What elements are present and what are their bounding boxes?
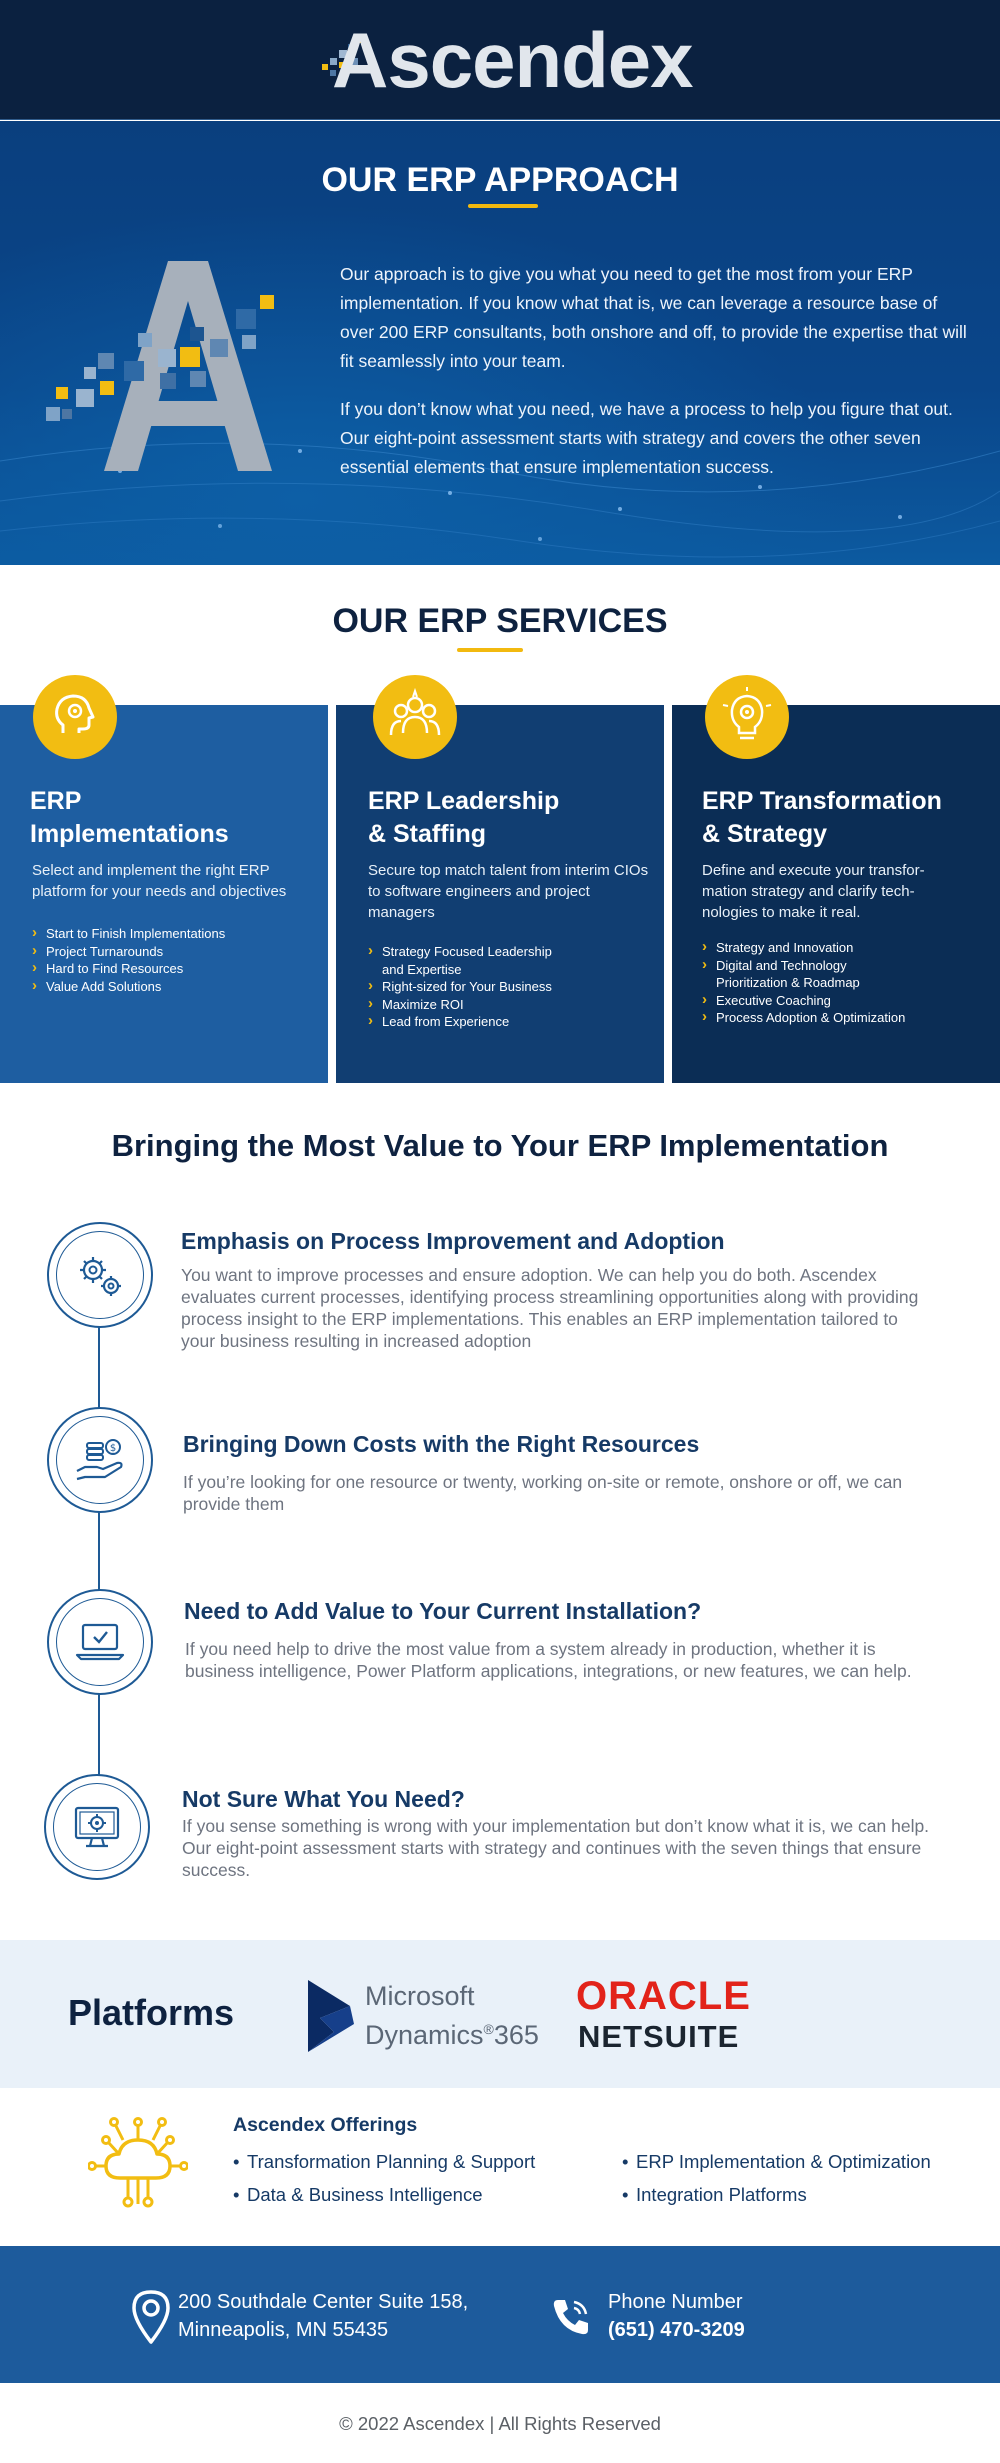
service-card-list: Start to Finish Implementations Project …: [32, 924, 312, 996]
value-item-title: Bringing Down Costs with the Right Resou…: [183, 1431, 700, 1457]
list-item: Process Adoption & Optimization: [702, 1008, 982, 1027]
phone-label: Phone Number: [608, 2291, 743, 2313]
list-item: ERP Implementation & Optimization: [622, 2151, 931, 2173]
value-item-text: If you’re looking for one resource or tw…: [183, 1472, 903, 1514]
value-item-text: If you need help to drive the most value…: [185, 1639, 912, 1681]
monitor-gear-icon: [44, 1774, 150, 1880]
list-item: Hard to Find Resources: [32, 959, 312, 978]
gears-icon: [47, 1222, 153, 1328]
list-item: Right-sized for Your Business: [368, 977, 648, 996]
location-pin-icon: [132, 2290, 170, 2344]
phone-number-link[interactable]: (651) 470-3209: [608, 2319, 745, 2341]
title-underline: [468, 204, 538, 208]
service-card-description: Secure top match talent from interim CIO…: [368, 862, 649, 921]
service-card-implementations: ERP Implementations Select and implement…: [0, 705, 328, 1083]
service-card-title: ERP Transformation & Strategy: [702, 787, 942, 848]
laptop-check-icon: [47, 1589, 153, 1695]
service-card-title: ERP Leadership & Staffing: [368, 787, 560, 848]
logo-text[interactable]: Ascendex: [332, 16, 694, 104]
logo-a-graphic: [46, 261, 274, 471]
value-section-title: Bringing the Most Value to Your ERP Impl…: [111, 1128, 889, 1163]
netsuite-logo-text: NETSUITE: [578, 2019, 740, 2054]
phone-icon: [553, 2300, 588, 2335]
dynamics-365-logo-icon: [308, 1980, 354, 2052]
address-line-1: 200 Southdale Center Suite 158,: [178, 2291, 469, 2313]
timeline-connector: [98, 1280, 100, 1810]
service-card-leadership: ERP Leadership & Staffing Secure top mat…: [336, 705, 664, 1083]
address-line-2: Minneapolis, MN 55435: [178, 2319, 389, 2341]
contact-section: 200 Southdale Center Suite 158, Minneapo…: [0, 2246, 1000, 2383]
svg-text:$: $: [110, 1443, 116, 1454]
approach-title: OUR ERP APPROACH: [321, 161, 679, 199]
platforms-section: Platforms Microsoft Dynamics®365 ORACLE …: [0, 1940, 1000, 2088]
list-item: Executive Coaching: [702, 991, 982, 1010]
coins-hand-icon: $: [47, 1407, 153, 1513]
service-card-list: Strategy Focused Leadership and Expertis…: [368, 942, 648, 1031]
team-people-icon: [373, 675, 457, 759]
head-gear-icon: [33, 675, 117, 759]
value-item-title: Not Sure What You Need?: [182, 1786, 465, 1812]
list-item: Strategy and Innovation: [702, 938, 982, 957]
service-card-description: Select and implement the right ERP platf…: [32, 862, 287, 900]
service-card-list: Strategy and Innovation Digital and Tech…: [702, 938, 982, 1027]
list-item: Maximize ROI: [368, 995, 648, 1014]
offerings-title: Ascendex Offerings: [233, 2114, 418, 2136]
value-item-text: If you sense something is wrong with you…: [182, 1816, 930, 1880]
approach-paragraph-1: Our approach is to give you what you nee…: [340, 264, 967, 371]
platforms-title: Platforms: [68, 1992, 235, 2033]
value-item-text: You want to improve processes and ensure…: [181, 1265, 919, 1351]
oracle-logo-text: ORACLE: [576, 1974, 751, 2018]
list-item: Transformation Planning & Support: [233, 2151, 535, 2173]
footer-copyright: © 2022 Ascendex | All Rights Reserved: [339, 2413, 661, 2434]
network-background-graphic: [0, 442, 1000, 558]
list-item: Strategy Focused Leadership and Expertis…: [368, 942, 558, 978]
value-item-title: Need to Add Value to Your Current Instal…: [184, 1598, 702, 1624]
site-header: Ascendex: [0, 0, 1000, 120]
list-item: Data & Business Intelligence: [233, 2184, 483, 2206]
service-card-title: ERP Implementations: [30, 787, 229, 848]
logo-pixel-icon: [322, 38, 363, 76]
services-title: OUR ERP SERVICES: [332, 602, 668, 640]
list-item: Start to Finish Implementations: [32, 924, 312, 943]
list-item: Lead from Experience: [368, 1012, 648, 1031]
title-underline: [457, 648, 523, 652]
cloud-network-icon: [88, 2117, 188, 2208]
approach-paragraph-2: If you don’t know what you need, we have…: [340, 399, 953, 477]
list-item: Value Add Solutions: [32, 977, 312, 996]
lightbulb-gear-icon: [705, 675, 789, 759]
list-item: Integration Platforms: [622, 2184, 807, 2206]
approach-section: OUR ERP APPROACH Our approach is to give…: [0, 121, 1000, 565]
microsoft-dynamics-logo-text: Microsoft Dynamics®365: [365, 1981, 539, 2050]
list-item: Project Turnarounds: [32, 942, 312, 961]
list-item: Digital and Technology Prioritization & …: [702, 956, 872, 992]
value-item-title: Emphasis on Process Improvement and Adop…: [181, 1228, 725, 1254]
service-card-transformation: ERP Transformation & Strategy Define and…: [672, 705, 1000, 1083]
service-card-description: Define and execute your transfor­mation …: [702, 862, 925, 921]
